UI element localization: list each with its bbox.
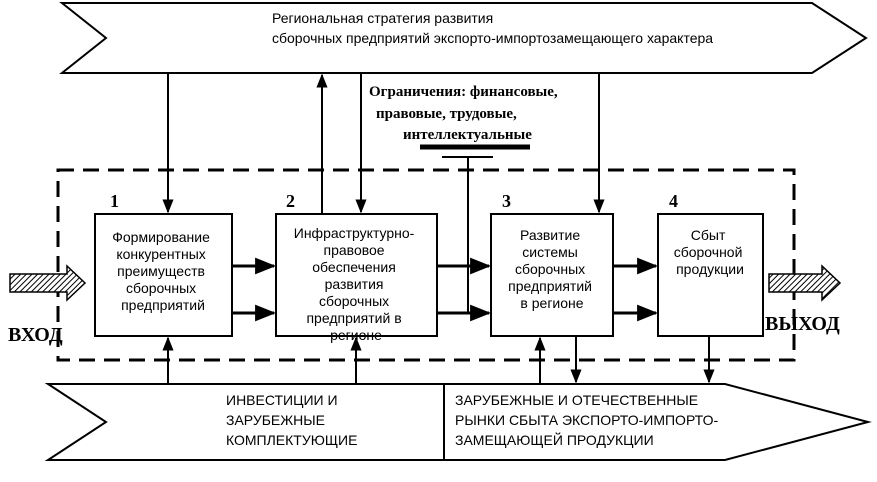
control-arrows	[162, 73, 605, 313]
top-banner-line1: Региональная стратегия развития	[272, 10, 493, 26]
block-3-line: Развитие	[520, 227, 580, 243]
block-1-line: сборочных	[126, 280, 196, 296]
output-arrow-shape	[768, 264, 842, 302]
mechanism-arrows	[162, 336, 715, 384]
block-3-line: сборочных	[515, 261, 585, 277]
block-4-text: Сбыт сборочной продукции	[674, 227, 747, 277]
block-2-line: обеспечения	[312, 259, 396, 275]
block-4-line: продукции	[676, 261, 744, 277]
constraints-label: Ограничения: финансовые, правовые, трудо…	[369, 84, 558, 158]
markets-line3: ЗАМЕЩАЮЩЕЙ ПРОДУКЦИИ	[455, 431, 654, 448]
block-2: 2 Инфраструктурно- правовое обеспечения …	[275, 191, 438, 343]
block-1-number: 1	[110, 191, 119, 211]
block-4: 4 Сбыт сборочной продукции	[657, 191, 764, 337]
block-2-number: 2	[286, 191, 295, 211]
block-connectors	[232, 257, 659, 322]
block-4-line: Сбыт	[691, 227, 726, 243]
markets-line1: ЗАРУБЕЖНЫЕ И ОТЕЧЕСТВЕННЫЕ	[455, 392, 698, 408]
input-label: ВХОД	[8, 324, 63, 346]
block-1-line: Формирование	[112, 229, 210, 245]
bottom-banner: ИНВЕСТИЦИИ И ЗАРУБЕЖНЫЕ КОМПЛЕКТУЮЩИЕ ЗА…	[44, 383, 872, 461]
block-2-line: сборочных	[319, 293, 389, 309]
block-2-line: Инфраструктурно-	[294, 225, 415, 241]
block-2-line: предприятий в	[306, 310, 401, 326]
block-1-line: преимуществ	[117, 263, 205, 279]
block-1: 1 Формирование конкурентных преимуществ …	[94, 191, 233, 337]
block-3-line: системы	[522, 244, 578, 260]
markets-line2: РЫНКИ СБЫТА ЭКСПОРТО-ИМПОРТО-	[455, 412, 718, 428]
output-arrow: ВЫХОД	[765, 264, 842, 335]
block-2-text: Инфраструктурно- правовое обеспечения ра…	[294, 225, 418, 343]
block-3-line: в регионе	[520, 295, 583, 311]
block-1-line: конкурентных	[116, 246, 205, 262]
block-2-line: правовое	[324, 242, 385, 258]
input-arrow: ВХОД	[8, 264, 87, 346]
block-1-box	[94, 213, 233, 337]
input-arrow-shape	[9, 264, 87, 302]
top-banner-shape	[59, 1, 868, 74]
constraints-line1: Ограничения: финансовые,	[369, 84, 558, 100]
block-3-line: предприятий	[508, 278, 592, 294]
block-2-line: регионе	[330, 327, 382, 343]
block-3-box	[490, 213, 614, 337]
bottom-banner-shape	[44, 383, 872, 461]
constraints-line3: интеллектуальные	[403, 127, 532, 143]
constraints-line2: правовые, трудовые,	[376, 106, 517, 122]
block-3-text: Развитие системы сборочных предприятий в…	[508, 227, 596, 311]
output-label: ВЫХОД	[765, 313, 840, 335]
block-4-number: 4	[669, 191, 678, 211]
investments-line2: ЗАРУБЕЖНЫЕ	[226, 412, 325, 428]
block-2-line: развития	[325, 276, 384, 292]
investments-line1: ИНВЕСТИЦИИ И	[226, 392, 338, 408]
block-1-line: предприятий	[121, 297, 205, 313]
investments-line3: КОМПЛЕКТУЮЩИЕ	[226, 432, 357, 448]
block-1-text: Формирование конкурентных преимуществ сб…	[112, 229, 214, 313]
block-3: 3 Развитие системы сборочных предприятий…	[490, 191, 614, 337]
system-boundary	[56, 168, 796, 362]
top-banner-line2: сборочных предприятий экспорто-импортоза…	[272, 30, 713, 46]
block-4-box	[657, 213, 764, 337]
block-2-box	[275, 213, 438, 337]
block-4-line: сборочной	[674, 244, 743, 260]
block-3-number: 3	[502, 191, 511, 211]
top-strategy-banner: Региональная стратегия развития сборочны…	[59, 1, 868, 74]
